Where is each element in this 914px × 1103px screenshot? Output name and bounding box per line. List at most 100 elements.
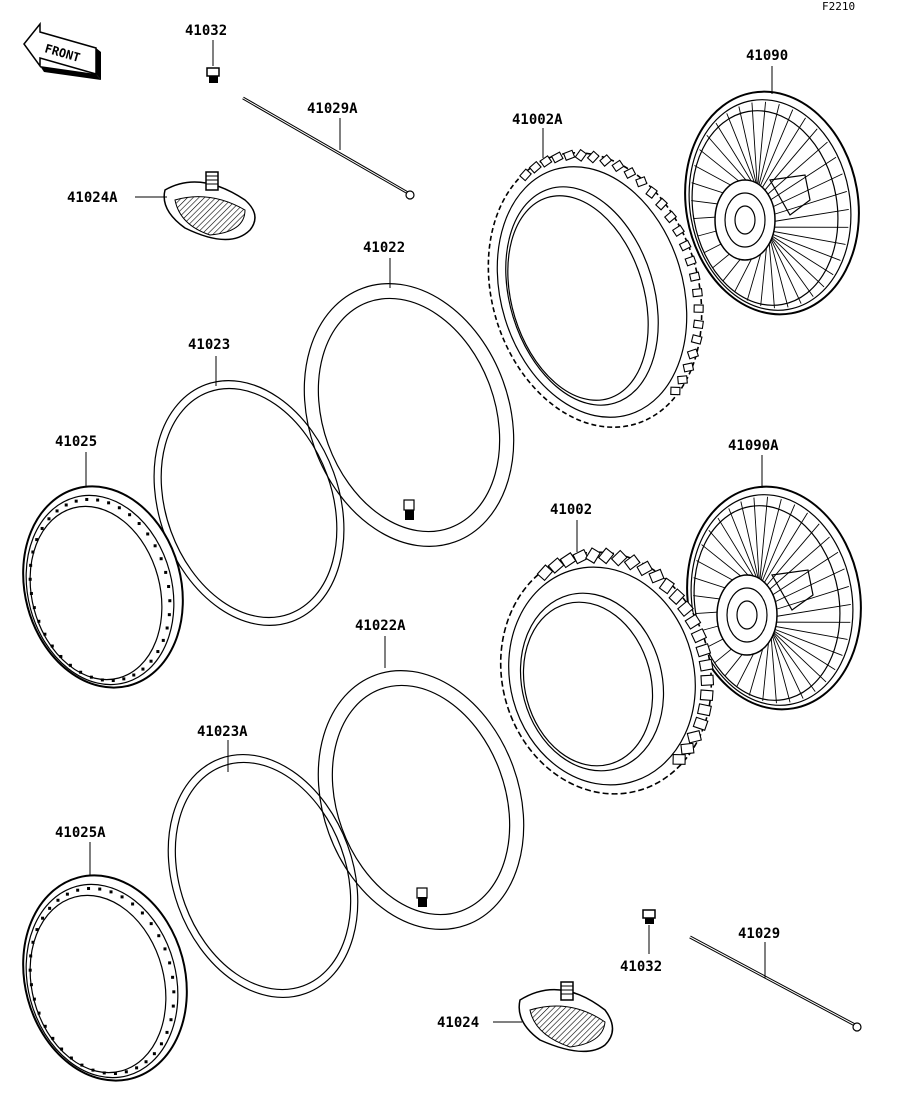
tread-knob: [692, 319, 704, 330]
rim-hole: [29, 563, 33, 567]
tread-knob: [539, 155, 553, 168]
rim-band-top: [135, 171, 256, 241]
tread-knob: [623, 554, 641, 571]
rim-hole: [68, 663, 72, 667]
rim-hole: [100, 678, 104, 682]
rim-hole: [167, 585, 171, 589]
tread-knob: [684, 613, 702, 630]
rim-top: [22, 452, 184, 689]
tread-knob: [519, 168, 532, 182]
tread-knob: [686, 730, 702, 744]
tread-knob: [691, 288, 703, 298]
rim-hole: [56, 898, 60, 902]
tread-knob: [550, 151, 564, 164]
tread-knob: [547, 557, 565, 574]
rim-hole: [40, 526, 44, 530]
rim-hole: [60, 1047, 64, 1051]
rim-hole: [113, 1072, 117, 1076]
label-41002a: 41002A: [512, 112, 563, 128]
diagram-code: F2210: [822, 0, 855, 13]
tread-knob: [680, 742, 695, 755]
rim-hole: [135, 1066, 139, 1070]
spoke-line: [771, 191, 847, 216]
rim-hole: [141, 667, 145, 671]
rim-hole: [48, 906, 52, 910]
rim-hole: [64, 503, 68, 507]
label-41024a: 41024A: [67, 190, 118, 206]
tread-knob: [670, 386, 681, 396]
tread-knob: [658, 577, 675, 595]
tube-bottom: [317, 636, 525, 930]
label-41032-top: 41032: [185, 23, 227, 39]
tread-knob: [668, 588, 686, 606]
rim-hole: [107, 501, 111, 505]
valve-cap-bottom: [642, 909, 656, 954]
rim-hole: [157, 934, 161, 938]
rim-hole: [172, 990, 176, 994]
tread-knob: [585, 547, 601, 564]
tread-knob: [663, 210, 678, 224]
rim-hole: [128, 513, 132, 517]
tread-knob: [559, 552, 577, 569]
tread-knob: [562, 149, 576, 161]
tread-knob: [599, 154, 613, 167]
wheel-bottom: [686, 455, 862, 711]
spoke-line: [767, 551, 839, 599]
tread-knob: [528, 160, 542, 174]
rim-hole: [102, 1071, 106, 1075]
rim-hole: [131, 902, 135, 906]
tread-knob: [655, 197, 669, 211]
rim-hole: [28, 577, 32, 581]
tread-knob: [586, 150, 600, 164]
rim-hole: [59, 654, 63, 658]
rim-hole: [111, 679, 115, 683]
rim-hole: [28, 968, 32, 972]
spoke-line: [765, 156, 837, 204]
rim-hole: [159, 1042, 163, 1046]
tread-knob: [636, 560, 653, 577]
rim-hole: [120, 895, 124, 899]
spoke-line: [761, 536, 830, 597]
rim-hole: [29, 954, 33, 958]
label-41025a: 41025A: [55, 825, 106, 841]
rim-hole: [168, 599, 172, 603]
tread-knob: [693, 304, 704, 313]
tread-knob: [610, 549, 628, 567]
label-41023a: 41023A: [197, 724, 248, 740]
rim-hole: [168, 961, 172, 965]
rim-hole: [41, 916, 45, 920]
valve-cap-top: [206, 40, 220, 83]
rim-hole: [89, 675, 93, 679]
rim-hole: [132, 673, 136, 677]
tread-knob: [699, 689, 714, 702]
spoke-bottom: [689, 935, 862, 1032]
tread-knob: [635, 176, 648, 188]
rim-hole: [165, 1030, 169, 1034]
label-41029: 41029: [738, 926, 780, 942]
tread-knob: [623, 166, 637, 179]
tread-knob: [645, 185, 658, 199]
rim-hole: [153, 544, 157, 548]
tread-knob: [690, 334, 703, 345]
tread-knob: [677, 600, 694, 617]
label-41025: 41025: [55, 434, 97, 450]
spoke-line: [770, 209, 849, 223]
rim-hole: [149, 659, 153, 663]
tread-knob: [677, 375, 688, 385]
rim-hole: [171, 975, 175, 979]
rim-hole: [156, 650, 160, 654]
rim-hole: [152, 1052, 156, 1056]
rim-hole: [98, 887, 102, 891]
tread-knob: [684, 255, 697, 267]
rim-hole: [37, 619, 41, 623]
tire-bottom: [499, 520, 715, 795]
rim-hole: [50, 644, 54, 648]
tread-knob: [536, 564, 554, 582]
tread-knob: [690, 628, 708, 644]
tread-knob: [696, 703, 712, 717]
rim-hole: [79, 670, 83, 674]
tread-knob: [686, 348, 700, 360]
tread-knob: [611, 159, 625, 173]
rim-hole: [65, 892, 69, 896]
